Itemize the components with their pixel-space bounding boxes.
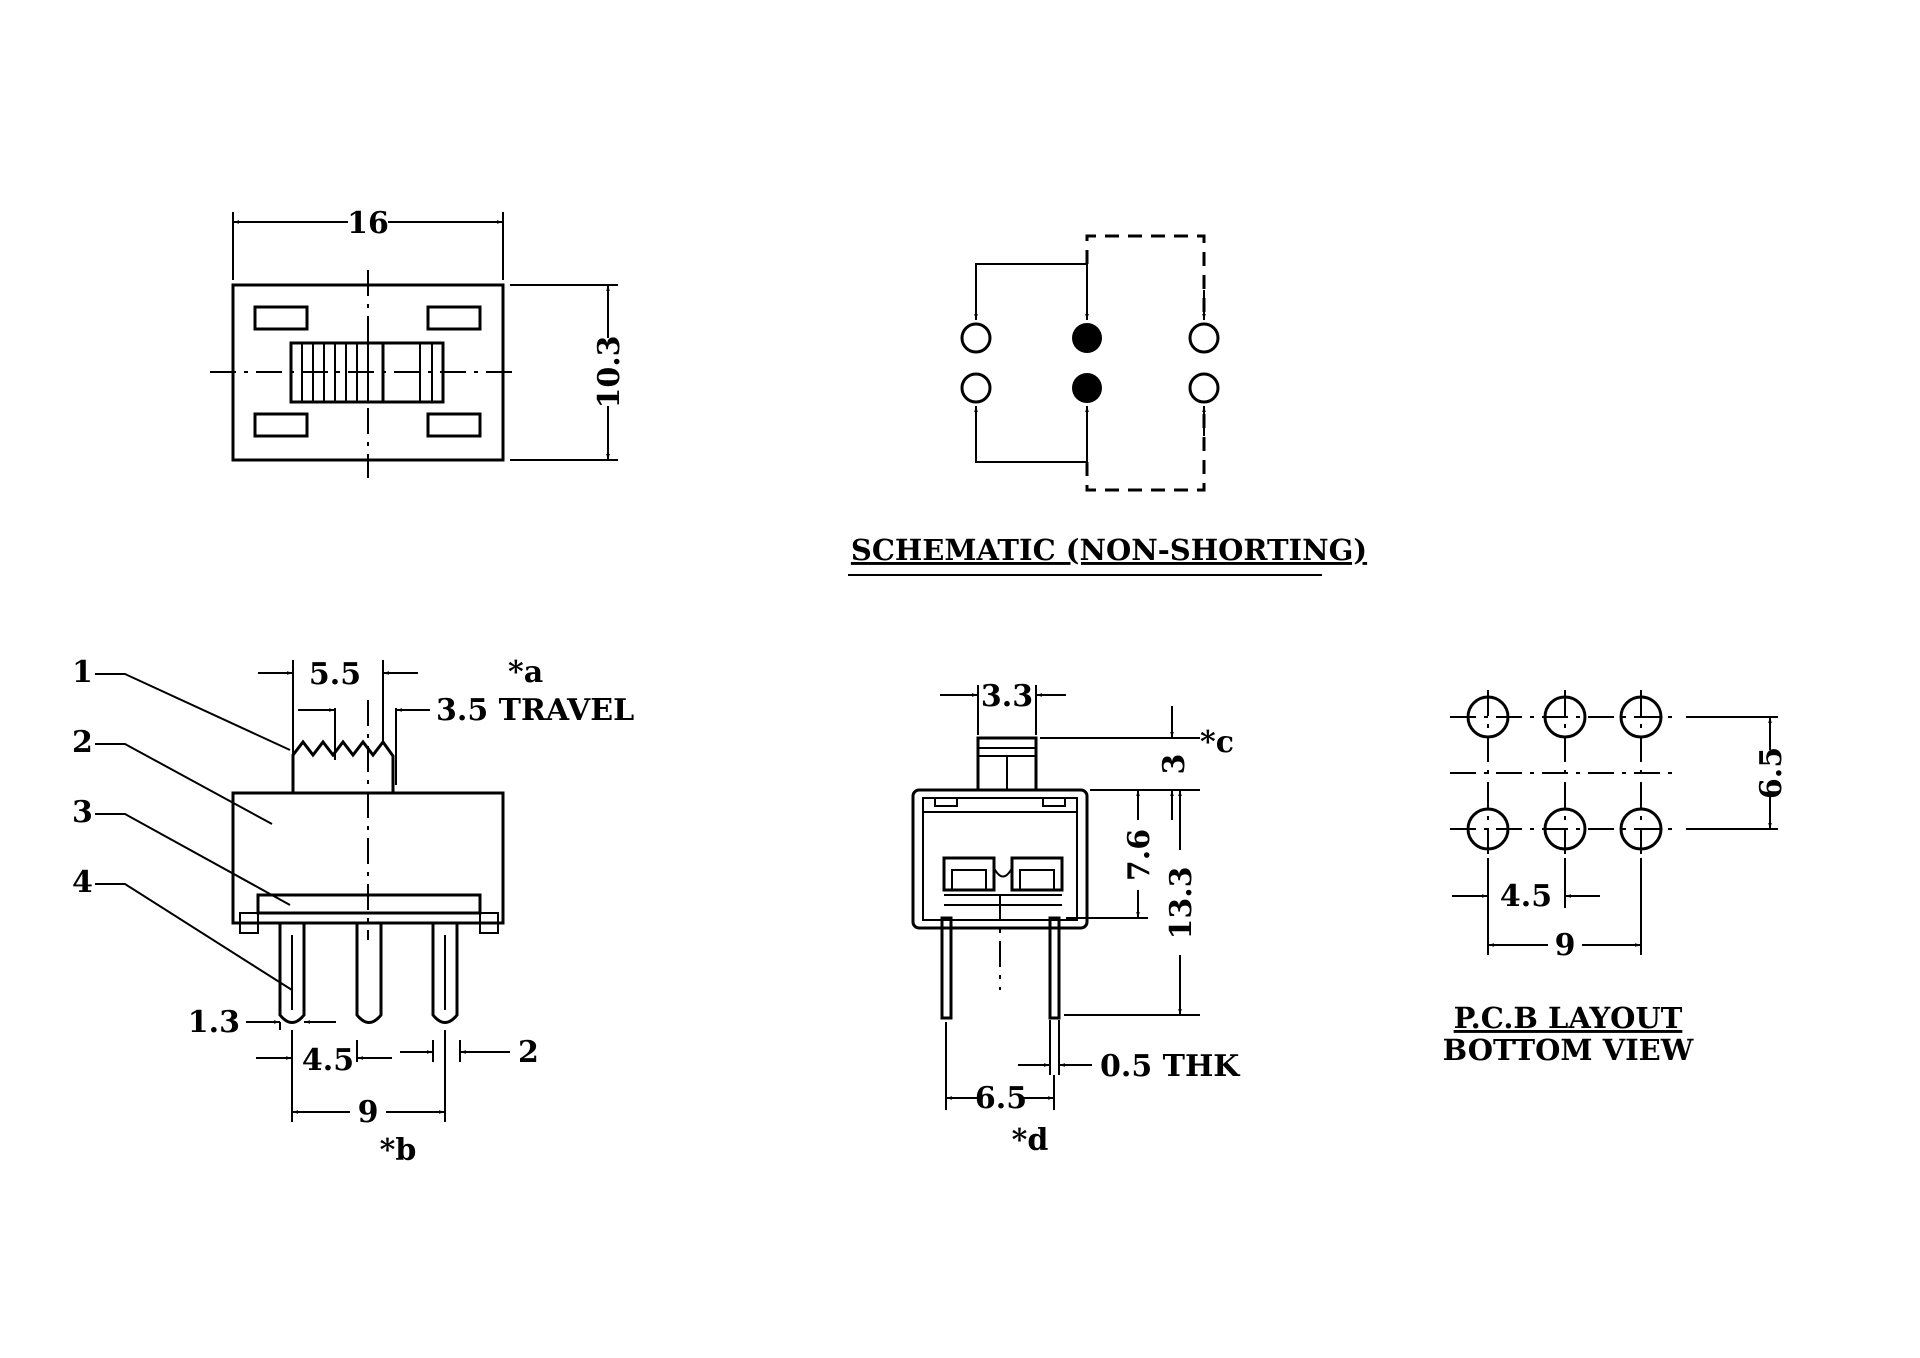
top-height-dim: 10.3 <box>592 335 627 408</box>
terminal-thickness: 0.5 THK <box>1100 1049 1240 1084</box>
terminal-span: 6.5 <box>975 1081 1027 1116</box>
end-housing-height: 7.6 <box>1122 829 1157 881</box>
contact-common-1 <box>1072 323 1102 353</box>
callout-3: 3 <box>72 795 93 830</box>
side-actuator-width: 5.5 <box>309 657 361 692</box>
note-a: *a <box>508 655 543 690</box>
side-view: 1 2 3 4 5.5 *a 3.5 TRAVEL 1.3 4.5 <box>72 655 634 1168</box>
contact-common-2 <box>1072 373 1102 403</box>
pcb-hole-2 <box>1543 695 1587 739</box>
contact-open-2 <box>1188 322 1220 354</box>
contact-open-4 <box>1188 372 1220 404</box>
pcb-hole-5 <box>1543 807 1587 851</box>
end-actuator-height: 3 <box>1157 754 1192 775</box>
schematic-title: SCHEMATIC (NON-SHORTING) <box>851 533 1367 567</box>
note-b: *b <box>380 1133 417 1168</box>
end-total-height: 13.3 <box>1164 866 1199 939</box>
pcb-title: P.C.B LAYOUT <box>1454 1001 1683 1035</box>
pcb-hole-3 <box>1619 695 1663 739</box>
pcb-subtitle: BOTTOM VIEW <box>1443 1033 1694 1067</box>
mount-slot-tr <box>426 305 482 331</box>
schematic: SCHEMATIC (NON-SHORTING) <box>848 234 1367 576</box>
pcb-layout: 6.5 4.5 9 P.C.B LAYOUT BOTTOM VIEW <box>1443 690 1789 1067</box>
callout-4: 4 <box>72 865 93 900</box>
contact-open-1 <box>960 322 992 354</box>
side-pin-2 <box>355 923 383 1024</box>
pcb-hole-6 <box>1619 807 1663 851</box>
travel-dim: 3.5 TRAVEL <box>436 693 634 728</box>
pcb-pitch: 4.5 <box>1500 879 1552 914</box>
end-view: 3.3 3 *c 7.6 13.3 0.5 THK 6.5 *d <box>911 679 1240 1158</box>
note-c: *c <box>1200 725 1234 760</box>
mount-slot-bl <box>253 412 309 438</box>
side-pin-3 <box>431 923 459 1024</box>
side-pin-1 <box>278 923 306 1024</box>
callout-2: 2 <box>72 725 93 760</box>
end-housing-outer <box>911 788 1089 930</box>
mount-slot-br <box>426 412 482 438</box>
side-span-dim: 9 <box>358 1095 379 1130</box>
end-actuator-width: 3.3 <box>981 679 1033 714</box>
note-d: *d <box>1012 1123 1049 1158</box>
end-terminal-left <box>940 916 953 1020</box>
side-actuator <box>291 739 395 793</box>
top-width-dim: 16 <box>347 206 389 241</box>
side-pitch-dim: 4.5 <box>302 1043 354 1078</box>
top-view: 16 10.3 <box>210 206 627 478</box>
pcb-hole-4 <box>1466 807 1510 851</box>
end-terminal-right <box>1048 916 1061 1020</box>
pcb-hole-1 <box>1466 695 1510 739</box>
pin-length-dim: 2 <box>518 1035 539 1070</box>
callout-1: 1 <box>72 655 93 690</box>
pin-width-dim: 1.3 <box>188 1005 240 1040</box>
pcb-row-spacing: 6.5 <box>1754 747 1789 799</box>
pcb-span: 9 <box>1555 928 1576 963</box>
mount-slot-tl <box>253 305 309 331</box>
contact-open-3 <box>960 372 992 404</box>
